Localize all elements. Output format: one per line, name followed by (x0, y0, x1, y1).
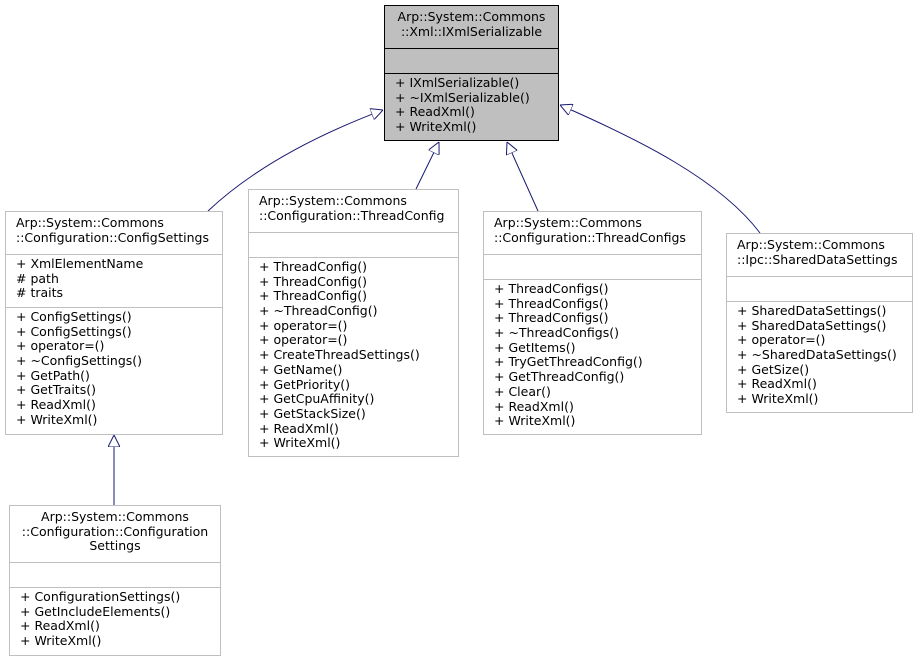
attributes-section (385, 48, 558, 73)
methods-section: + ConfigurationSettings() + GetIncludeEl… (10, 587, 220, 649)
method: + GetPriority() (259, 376, 350, 392)
class-name-line: Settings (89, 538, 141, 554)
method: + ReadXml() (395, 104, 475, 120)
method: + ~ConfigSettings() (16, 353, 143, 369)
methods-section: + ThreadConfigs() + ThreadConfigs() + Th… (484, 279, 701, 429)
method: + ConfigurationSettings() (20, 589, 181, 604)
class-name-line: ::Configuration::Configuration (21, 523, 209, 539)
class-name-line: ::Configuration::ThreadConfigs (494, 229, 686, 245)
method: + ~ThreadConfigs() (494, 325, 619, 341)
method: + WriteXml() (20, 633, 102, 649)
class-shareddatasettings[interactable]: Arp::System::Commons ::Ipc::SharedDataSe… (726, 233, 913, 413)
class-name: Arp::System::Commons ::Configuration::Th… (249, 190, 458, 232)
method: + GetItems() (494, 339, 576, 355)
method: + SharedDataSettings() (737, 317, 887, 333)
method: + ReadXml() (16, 397, 96, 413)
method: + ~IXmlSerializable() (395, 89, 530, 105)
method: + ThreadConfig() (259, 259, 368, 274)
attributes-section (249, 232, 458, 257)
method: + operator=() (259, 317, 348, 333)
method: + ThreadConfig() (259, 288, 368, 304)
method: + WriteXml() (395, 119, 477, 135)
methods-section: + ConfigSettings() + ConfigSettings() + … (6, 307, 222, 428)
edge-configsettings-to-ixmlserializable (207, 110, 383, 212)
method: + WriteXml() (16, 411, 98, 427)
class-name: Arp::System::Commons ::Configuration::Co… (6, 212, 222, 254)
method: + operator=() (16, 338, 105, 354)
method: + GetIncludeElements() (20, 603, 171, 619)
method: + ThreadConfigs() (494, 281, 609, 296)
class-threadconfigs[interactable]: Arp::System::Commons ::Configuration::Th… (483, 211, 702, 435)
method: + CreateThreadSettings() (259, 347, 420, 363)
method: + ReadXml() (20, 618, 100, 634)
method: + ThreadConfigs() (494, 310, 609, 326)
method: + ReadXml() (494, 398, 574, 414)
attribute: # traits (16, 285, 64, 301)
class-name: Arp::System::Commons ::Configuration::Th… (484, 212, 701, 254)
attributes-section (727, 276, 912, 301)
edge-threadconfig-to-ixmlserializable (415, 142, 439, 190)
attribute: + XmlElementName (16, 256, 144, 271)
method: + ~ThreadConfig() (259, 303, 378, 319)
attributes-section: + XmlElementName # path # traits (6, 254, 222, 307)
class-threadconfig[interactable]: Arp::System::Commons ::Configuration::Th… (248, 189, 459, 457)
method: + GetTraits() (16, 382, 96, 398)
method: + TryGetThreadConfig() (494, 354, 643, 370)
class-ixmlserializable[interactable]: Arp::System::Commons ::Xml::IXmlSerializ… (384, 5, 559, 141)
method: + GetName() (259, 361, 343, 377)
class-name: Arp::System::Commons ::Configuration::Co… (10, 506, 220, 562)
method: + ThreadConfigs() (494, 295, 609, 311)
method: + GetPath() (16, 367, 90, 383)
class-name-line: ::Xml::IXmlSerializable (400, 23, 543, 39)
attributes-section (10, 562, 220, 587)
method: + WriteXml() (737, 391, 819, 407)
class-name-line: ::Configuration::ConfigSettings (16, 229, 209, 245)
method: + Clear() (494, 383, 551, 399)
method: + ReadXml() (737, 376, 817, 392)
class-configurationsettings[interactable]: Arp::System::Commons ::Configuration::Co… (9, 505, 221, 656)
class-name-line: Arp::System::Commons (16, 215, 164, 230)
class-name-line: ::Ipc::SharedDataSettings (737, 251, 898, 267)
method: + GetThreadConfig() (494, 369, 625, 385)
method: + ConfigSettings() (16, 309, 132, 324)
class-configsettings[interactable]: Arp::System::Commons ::Configuration::Co… (5, 211, 223, 435)
class-name-line: Arp::System::Commons (737, 237, 885, 252)
methods-section: + SharedDataSettings() + SharedDataSetti… (727, 301, 912, 407)
methods-section: + IXmlSerializable() + ~IXmlSerializable… (385, 73, 558, 135)
method: + GetSize() (737, 361, 810, 377)
method: + WriteXml() (259, 435, 341, 451)
method: + ConfigSettings() (16, 323, 132, 339)
class-name: Arp::System::Commons ::Xml::IXmlSerializ… (385, 6, 558, 48)
class-name-line: ::Configuration::ThreadConfig (259, 207, 445, 223)
edge-threadconfigs-to-ixmlserializable (507, 142, 539, 212)
method: + SharedDataSettings() (737, 303, 887, 318)
method: + operator=() (259, 332, 348, 348)
class-name-line: Arp::System::Commons (494, 215, 642, 230)
method: + ThreadConfig() (259, 273, 368, 289)
method: + GetCpuAffinity() (259, 391, 375, 407)
method: + ~SharedDataSettings() (737, 347, 897, 363)
methods-section: + ThreadConfig() + ThreadConfig() + Thre… (249, 257, 458, 451)
edge-shareddatasettings-to-ixmlserializable (560, 105, 761, 234)
class-name-line: Arp::System::Commons (259, 193, 407, 208)
method: + GetStackSize() (259, 405, 366, 421)
class-name-line: Arp::System::Commons (397, 9, 546, 24)
class-name: Arp::System::Commons ::Ipc::SharedDataSe… (727, 234, 912, 276)
method: + ReadXml() (259, 420, 339, 436)
attribute: # path (16, 270, 59, 286)
attributes-section (484, 254, 701, 279)
class-name-line: Arp::System::Commons (41, 509, 189, 524)
method: + WriteXml() (494, 413, 576, 429)
method: + operator=() (737, 332, 826, 348)
method: + IXmlSerializable() (395, 75, 520, 90)
